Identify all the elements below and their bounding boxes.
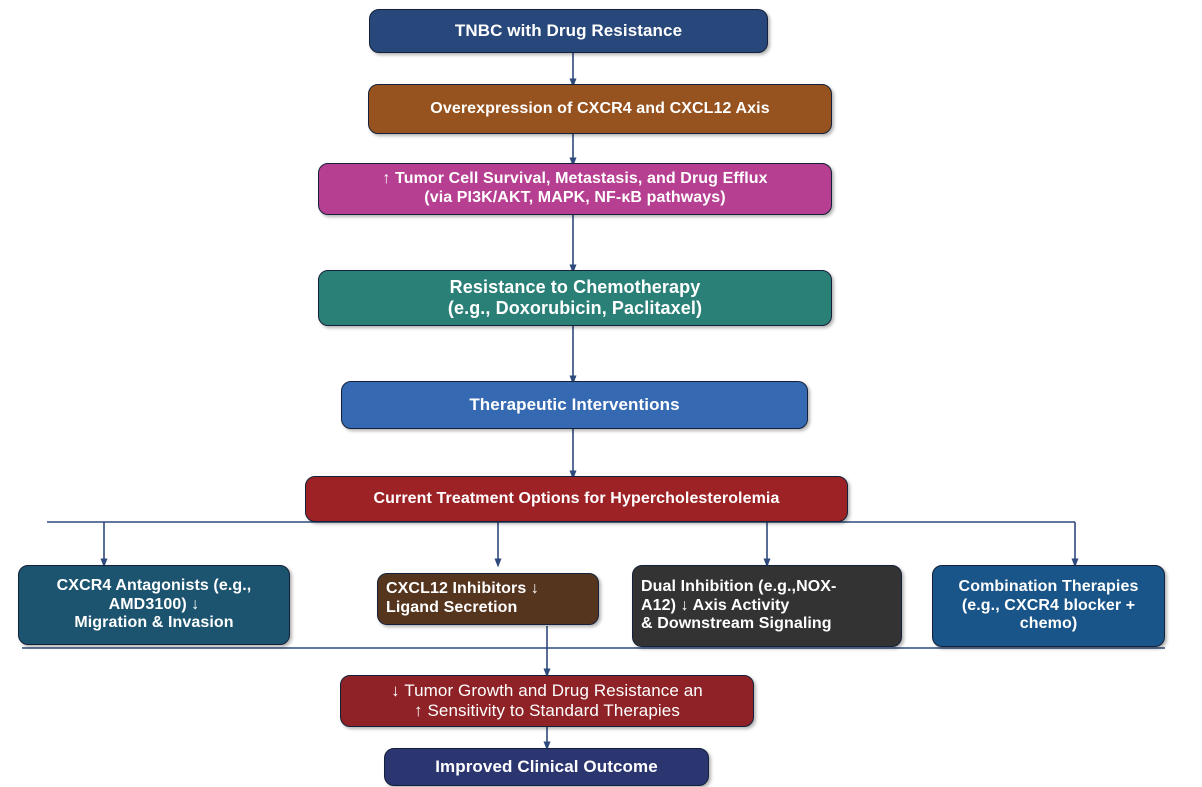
node-label: Therapeutic Interventions — [469, 394, 680, 414]
node-label: Improved Clinical Outcome — [435, 756, 658, 776]
node-label: ↑ Tumor Cell Survival, Metastasis, and D… — [382, 170, 768, 206]
node-current-treatment-options: Current Treatment Options for Hyperchole… — [305, 476, 848, 522]
node-label: Resistance to Chemotherapy (e.g., Doxoru… — [447, 276, 703, 318]
node-reduced-tumor-growth: ↓ Tumor Growth and Drug Resistance an ↑ … — [340, 675, 754, 727]
node-dual-inhibition: Dual Inhibition (e.g.,NOX- A12) ↓ Axis A… — [632, 565, 902, 647]
node-tumor-cell-survival: ↑ Tumor Cell Survival, Metastasis, and D… — [318, 163, 832, 215]
node-resistance-to-chemotherapy: Resistance to Chemotherapy (e.g., Doxoru… — [318, 270, 832, 326]
node-label: Overexpression of CXCR4 and CXCL12 Axis — [430, 99, 770, 117]
node-label: Dual Inhibition (e.g.,NOX- A12) ↓ Axis A… — [641, 577, 837, 633]
node-combination-therapies: Combination Therapies (e.g., CXCR4 block… — [932, 565, 1165, 647]
node-label: Current Treatment Options for Hyperchole… — [373, 489, 780, 507]
node-overexpression-cxcr4-cxcl12: Overexpression of CXCR4 and CXCL12 Axis — [368, 84, 832, 134]
node-cxcr4-antagonists: CXCR4 Antagonists (e.g., AMD3100) ↓ Migr… — [18, 565, 290, 645]
node-improved-clinical-outcome: Improved Clinical Outcome — [384, 748, 709, 786]
node-therapeutic-interventions: Therapeutic Interventions — [341, 381, 808, 429]
node-label: CXCR4 Antagonists (e.g., AMD3100) ↓ Migr… — [56, 576, 252, 632]
node-cxcl12-inhibitors: CXCL12 Inhibitors ↓ Ligand Secretion — [377, 573, 599, 625]
node-label: ↓ Tumor Growth and Drug Resistance an ↑ … — [391, 680, 703, 720]
node-label: CXCL12 Inhibitors ↓ Ligand Secretion — [386, 580, 540, 616]
node-tnbc-with-drug-resistance: TNBC with Drug Resistance — [369, 9, 768, 53]
node-label: TNBC with Drug Resistance — [454, 20, 683, 40]
node-label: Combination Therapies (e.g., CXCR4 block… — [958, 577, 1139, 633]
